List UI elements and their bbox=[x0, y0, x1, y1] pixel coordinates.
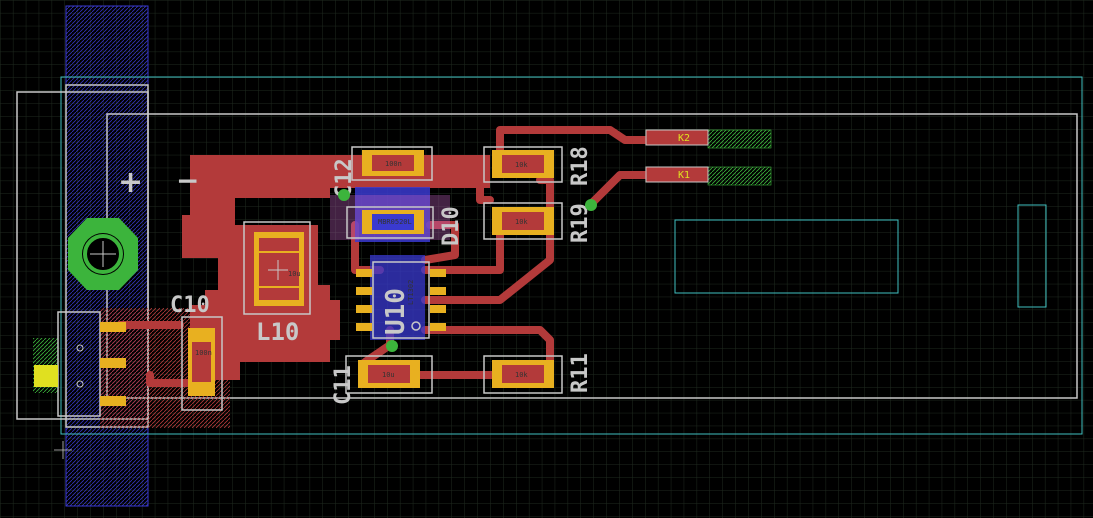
capacitor-c12[interactable]: 100n bbox=[351, 146, 433, 181]
k1-label: K1 bbox=[678, 170, 690, 181]
board-outline bbox=[60, 76, 1083, 435]
label-u10: U10 bbox=[381, 288, 411, 335]
via bbox=[585, 199, 597, 211]
c11-value: 10u bbox=[382, 371, 395, 379]
switch-footprint[interactable] bbox=[34, 311, 126, 417]
diode-d10[interactable]: MBR0520L bbox=[346, 206, 434, 239]
k2-label: K2 bbox=[678, 133, 690, 144]
r19-value: 10k bbox=[515, 218, 528, 226]
l10-value: 10u bbox=[288, 270, 301, 278]
capacitor-c10[interactable]: 100n bbox=[181, 316, 223, 411]
button-outline bbox=[1017, 204, 1047, 308]
r11-value: 10k bbox=[515, 371, 528, 379]
c12-value: 100n bbox=[385, 160, 402, 168]
label-r18: R18 bbox=[568, 146, 593, 186]
inductor-l10[interactable]: 10u bbox=[243, 221, 311, 315]
ic-u10[interactable]: LT1302 bbox=[356, 261, 446, 339]
c10-value: 100n bbox=[195, 349, 212, 357]
u10-value: LT1302 bbox=[407, 280, 415, 305]
plus-icon: + bbox=[118, 165, 143, 200]
copper-pour-top bbox=[182, 155, 490, 380]
minus-icon: − bbox=[176, 164, 199, 197]
via bbox=[386, 340, 398, 352]
label-c10: C10 bbox=[170, 293, 210, 318]
vias bbox=[338, 189, 597, 352]
resistor-r11[interactable]: 10k bbox=[483, 355, 563, 394]
capacitor-c11[interactable]: 10u bbox=[345, 355, 433, 394]
resistor-r19[interactable]: 10k bbox=[483, 202, 563, 240]
label-d10: D10 bbox=[439, 206, 464, 246]
label-c11: C11 bbox=[331, 365, 356, 405]
display-outline bbox=[674, 219, 899, 294]
label-l10: L10 bbox=[256, 318, 299, 346]
resistor-r18[interactable]: 10k bbox=[483, 146, 563, 183]
label-r11: R11 bbox=[568, 353, 593, 393]
pad-k1[interactable]: K1 bbox=[645, 166, 709, 183]
d10-value: MBR0520L bbox=[378, 218, 412, 226]
r18-value: 10k bbox=[515, 161, 528, 169]
pad-k2[interactable]: K2 bbox=[645, 129, 709, 146]
via bbox=[338, 189, 350, 201]
